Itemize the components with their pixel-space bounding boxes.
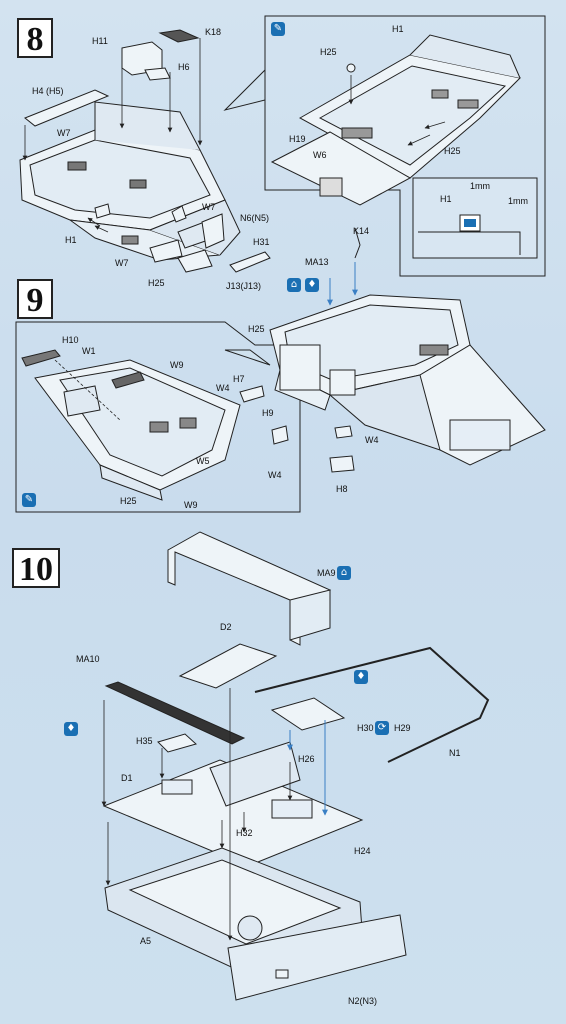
part-label-w4-a: W4	[365, 435, 379, 445]
step10-leader-lines	[101, 688, 293, 941]
step-number-8: 8	[17, 18, 53, 58]
detail-label-h1: H1	[440, 194, 452, 204]
inset-label-h25-b: H25	[444, 146, 461, 156]
glue-drop-icon: ♦	[354, 670, 368, 684]
part-label-h24: H24	[354, 846, 371, 856]
step10-blue-leaders	[287, 720, 328, 816]
step-number-10: 10	[12, 548, 60, 588]
inset-label-h1: H1	[392, 24, 404, 34]
part-label-w7-a: W7	[57, 128, 71, 138]
inset-label-h25-a: H25	[320, 47, 337, 57]
inset-label-w9-a: W9	[170, 360, 184, 370]
glue-drop-icon: ♦	[305, 278, 319, 292]
step-number-9: 9	[17, 279, 53, 319]
step10-drawing	[102, 531, 490, 1001]
part-label-n2: N2(N3)	[348, 996, 378, 1006]
part-label-w7-b: W7	[202, 202, 216, 212]
detail-dimension-2: 1mm	[508, 196, 528, 206]
part-label-ma13: MA13	[305, 257, 329, 267]
inset-label-h25: H25	[120, 496, 137, 506]
step9-leader-lines	[327, 262, 358, 306]
part-label-d1: D1	[121, 773, 133, 783]
part-label-ma10: MA10	[76, 654, 100, 664]
part-label-d2: D2	[220, 622, 232, 632]
part-label-h25: H25	[148, 278, 165, 288]
inset-label-w1: W1	[82, 346, 96, 356]
inset-label-h7: H7	[233, 374, 245, 384]
part-label-h6: H6	[178, 62, 190, 72]
step9-inset	[15, 321, 301, 513]
roof-cap-icon: ⌂	[287, 278, 301, 292]
inset-label-h10: H10	[62, 335, 79, 345]
step9-main-drawing	[269, 227, 546, 473]
step8-inset	[223, 15, 546, 277]
rotate-both-icon: ⟳	[375, 721, 389, 735]
step8-leader-lines	[22, 38, 203, 233]
inset-label-h19: H19	[289, 134, 306, 144]
glue-drop-icon: ♦	[64, 722, 78, 736]
part-label-n1: N1	[449, 748, 461, 758]
step8-main-drawing	[19, 29, 271, 273]
part-label-h1: H1	[65, 235, 77, 245]
part-label-h4: H4 (H5)	[32, 86, 64, 96]
part-label-a5: A5	[140, 936, 152, 946]
inset-label-w9-b: W9	[184, 500, 198, 510]
part-label-w7-c: W7	[115, 258, 129, 268]
cement-icon: ✎	[22, 493, 36, 507]
part-label-h11: H11	[92, 36, 108, 46]
inset-label-w4-c: W4	[268, 470, 282, 480]
part-label-k14: K14	[353, 226, 370, 236]
inset-label-w5: W5	[196, 456, 210, 466]
part-label-h26: H26	[298, 754, 315, 764]
part-label-h31: H31	[253, 237, 270, 247]
part-label-h30: H30	[357, 723, 374, 733]
part-label-h29: H29	[394, 723, 411, 733]
part-label-n6: N6(N5)	[240, 213, 270, 223]
part-label-h32: H32	[236, 828, 253, 838]
part-label-h8: H8	[336, 484, 348, 494]
inset-label-h9: H9	[262, 408, 274, 418]
inset-label-w4-b: W4	[216, 383, 230, 393]
part-label-ma9: MA9	[317, 568, 336, 578]
part-label-j13: J13(J13)	[226, 281, 262, 291]
inset-label-w6: W6	[313, 150, 327, 160]
part-label-h35: H35	[136, 736, 153, 746]
roof-cap-icon: ⌂	[337, 566, 351, 580]
part-label-k18: K18	[205, 27, 222, 37]
paint-brush-icon: ✎	[271, 22, 285, 36]
detail-dimension-1: 1mm	[470, 181, 490, 191]
part-label-h25: H25	[248, 324, 265, 334]
